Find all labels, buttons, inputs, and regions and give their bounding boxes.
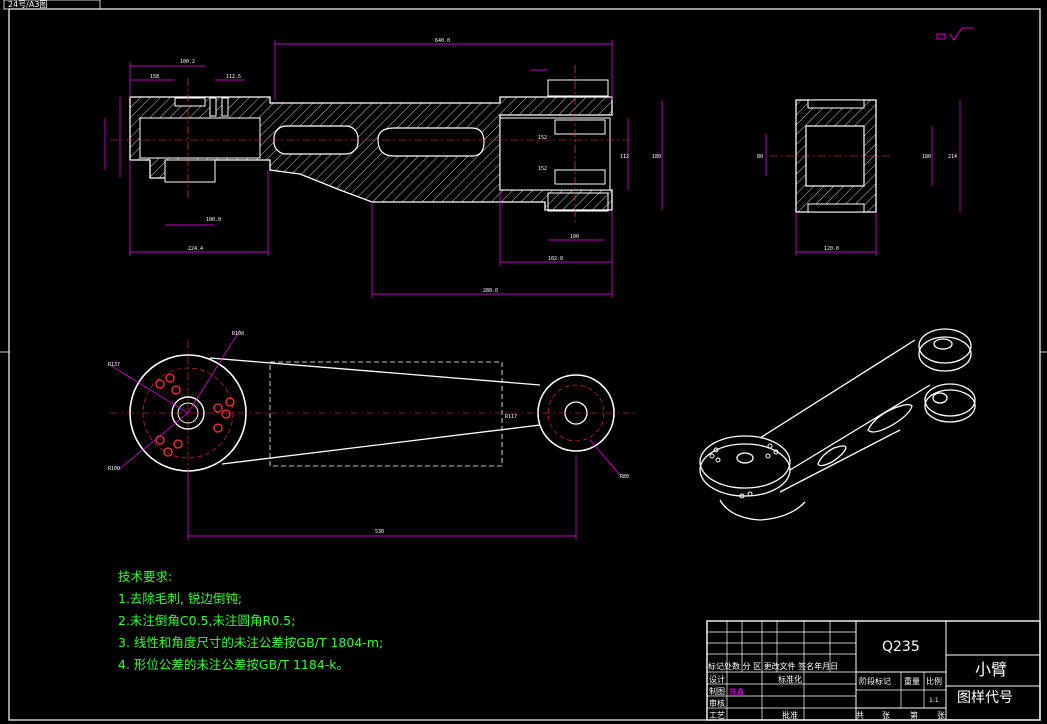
note-3: 3. 线性和角度尺寸的未注公差按GB/T 1804-m; — [118, 635, 384, 650]
dim-right-w: 112 — [620, 154, 629, 160]
dim-mid-long: 280.0 — [483, 288, 498, 294]
title-block — [706, 620, 1041, 721]
drawer-name: 陈鑫 — [730, 687, 744, 696]
roughness-symbol — [936, 27, 974, 41]
dim-mid-bottom: 102.8 — [548, 256, 563, 262]
dim-plan-d: R117 — [505, 414, 517, 420]
title-tag: 24号/A3图 — [8, 0, 47, 9]
process-label: 工艺 — [709, 711, 725, 720]
stage-mark-label: 阶段标记 — [859, 676, 891, 686]
notes-heading: 技术要求: — [118, 569, 173, 584]
front-dimensions — [104, 40, 663, 298]
drawing-frame — [8, 8, 1041, 721]
dim-top-overall: 640.0 — [435, 38, 450, 44]
dim-left-b: 158 — [150, 74, 159, 80]
plan-view — [109, 329, 635, 540]
front-section-view — [110, 65, 630, 225]
material-label: Q235 — [882, 639, 920, 655]
isometric-view — [699, 328, 976, 521]
technical-requirements: 技术要求: 1.去除毛刺, 锐边倒钝; 2.未注倒角C0.5,未注圆角R0.5;… — [118, 566, 383, 676]
part-name: 小臂 — [975, 660, 1007, 679]
dim-hole-a: 152 — [538, 135, 547, 141]
total-label: 共 — [856, 711, 864, 720]
dim-left-c: 112.5 — [226, 74, 241, 80]
dim-right-h: 180 — [652, 154, 661, 160]
scale-label: 比例 — [926, 676, 942, 686]
dim-side-w: 120.0 — [824, 246, 839, 252]
standardize-label: 标准化 — [778, 674, 802, 684]
dim-plan-r: R80 — [620, 474, 629, 480]
note-4: 4. 形位公差的未注公差按GB/T 1184-k。 — [118, 657, 350, 672]
page-label: 张 — [937, 711, 945, 720]
note-2: 2.未注倒角C0.5,未注圆角R0.5; — [118, 613, 296, 628]
approve-label: 批准 — [782, 710, 798, 720]
dim-plan-b: R137 — [108, 362, 120, 368]
sheet-no-label: 第 — [910, 710, 918, 720]
weight-label: 重量 — [904, 676, 920, 686]
dim-left-bottom: 224.4 — [188, 246, 203, 252]
check-label: 审核 — [709, 698, 725, 708]
dim-side-h: 180 — [922, 154, 931, 160]
dim-plan-c: R100 — [108, 466, 120, 472]
dim-side-h2: 214 — [948, 154, 957, 160]
note-1: 1.去除毛刺, 锐边倒钝; — [118, 591, 243, 606]
sheets-label: 张 — [882, 711, 890, 720]
dim-hole-b: 152 — [538, 166, 547, 172]
drawing-number-label: 图样代号 — [957, 690, 1013, 706]
dim-plan-a: R100 — [232, 331, 244, 337]
dim-plan-len: 530 — [375, 529, 384, 535]
dim-right-bot: 100 — [570, 234, 579, 240]
side-section-view — [765, 99, 961, 256]
draw-label: 制图 — [709, 686, 725, 696]
dim-side-left: 80 — [757, 154, 763, 160]
dim-left-a: 100.2 — [180, 59, 195, 65]
dim-bore-small: 100.0 — [206, 217, 221, 223]
revision-header: 标记处数 分 区 更改文件 签名年月日 — [708, 661, 838, 671]
design-label: 设计 — [709, 674, 725, 684]
scale-value: 1:1 — [929, 697, 939, 704]
